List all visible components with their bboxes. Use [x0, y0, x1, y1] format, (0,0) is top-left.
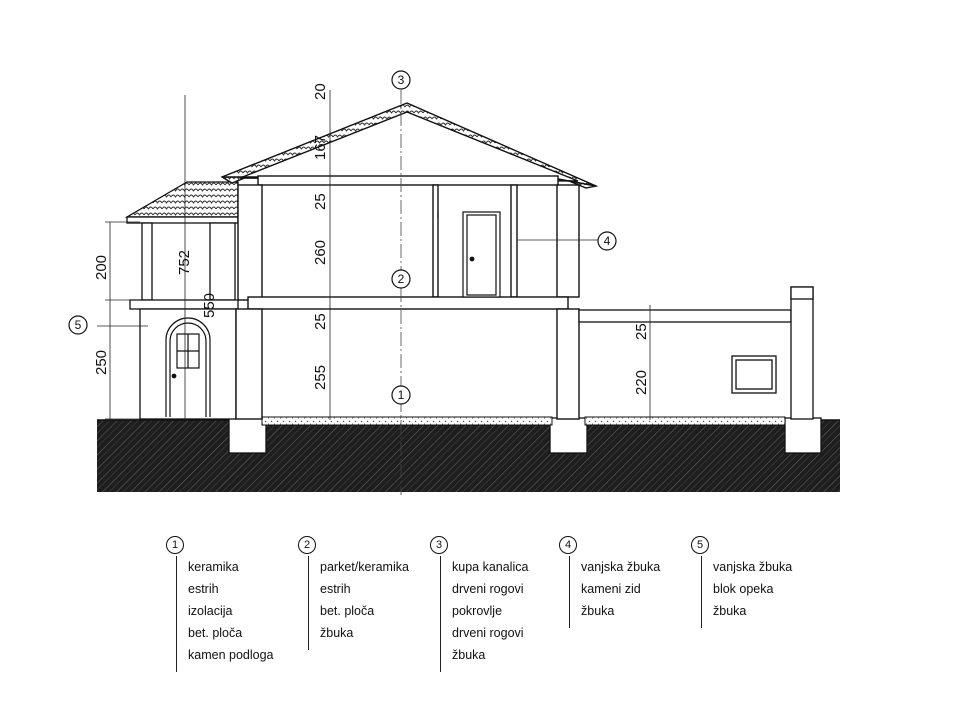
legend-item: keramika: [188, 560, 239, 574]
callout-2: 2: [391, 269, 411, 289]
main-house: [220, 102, 599, 420]
callout-4: 4: [597, 231, 617, 251]
legend-item: estrih: [320, 582, 351, 596]
legend-column-1: 1 keramika estrih izolacija bet. ploča kamen …: [166, 536, 274, 672]
dim-220: 220: [633, 370, 650, 395]
svg-text:2: 2: [398, 272, 405, 286]
legend-item: kameni zid: [581, 582, 641, 596]
legend-column-3: 3 kupa kanalica drveni rogovi pokrovlje drve…: [430, 536, 529, 672]
upper-door: [437, 211, 501, 298]
legend-item: blok opeka: [713, 582, 774, 596]
svg-text:3: 3: [398, 73, 405, 87]
legend-items: keramika estrih izolacija bet. ploča kamen p…: [176, 556, 274, 672]
svg-text:5: 5: [75, 318, 82, 332]
callouts: 3 2 1 4 5: [68, 70, 617, 405]
dimension-labels: 20 167 25 260 25 255 752 550 200 250 25 …: [93, 83, 650, 395]
legend-item: bet. ploča: [320, 604, 375, 618]
legend-item: drveni rogovi: [452, 582, 524, 596]
dim-20: 20: [312, 83, 329, 100]
dim-250: 250: [93, 350, 110, 375]
legend-item: pokrovlje: [452, 604, 503, 618]
callout-5: 5: [68, 315, 88, 335]
legend-item: žbuka: [452, 648, 486, 662]
ground-soil: [97, 419, 840, 492]
svg-text:1: 1: [398, 388, 405, 402]
dim-260: 260: [312, 240, 329, 265]
legend-number: 4: [559, 536, 577, 554]
legend-item: bet. ploča: [188, 626, 243, 640]
small-window: [731, 355, 777, 394]
foundations: [228, 417, 822, 454]
callout-3: 3: [391, 70, 411, 90]
legend-items: kupa kanalica drveni rogovi pokrovlje drven…: [440, 556, 529, 672]
legend-number: 2: [298, 536, 316, 554]
dim-25-top: 25: [312, 193, 329, 210]
floor-slab: [261, 416, 786, 426]
dim-200: 200: [93, 255, 110, 280]
dim-752: 752: [176, 250, 193, 275]
legend-item: izolacija: [188, 604, 233, 618]
arched-door: [165, 317, 211, 417]
callout-1: 1: [391, 385, 411, 405]
garden-wall: [578, 286, 814, 420]
dim-167: 167: [312, 135, 329, 160]
legend-item: vanjska žbuka: [581, 560, 661, 574]
dim-255: 255: [312, 365, 329, 390]
legend-item: žbuka: [713, 604, 747, 618]
dim-550: 550: [201, 293, 218, 318]
legend-item: kamen podloga: [188, 648, 274, 662]
legend-items: vanjska žbuka blok opeka žbuka: [701, 556, 793, 628]
legend-number: 3: [430, 536, 448, 554]
legend-item: kupa kanalica: [452, 560, 529, 574]
legend-item: parket/keramika: [320, 560, 409, 574]
legend-items: vanjska žbuka kameni zid žbuka: [569, 556, 661, 628]
legend-item: drveni rogovi: [452, 626, 524, 640]
legend-item: žbuka: [581, 604, 615, 618]
dimension-lines: [97, 90, 654, 420]
legend-column-4: 4 vanjska žbuka kameni zid žbuka: [559, 536, 661, 628]
legend-number: 5: [691, 536, 709, 554]
legend-item: žbuka: [320, 626, 354, 640]
legend-column-5: 5 vanjska žbuka blok opeka žbuka: [691, 536, 793, 628]
dim-25-mid: 25: [312, 313, 329, 330]
legend-item: vanjska žbuka: [713, 560, 793, 574]
legend-column-2: 2 parket/keramika estrih bet. ploča žbuka: [298, 536, 409, 650]
svg-text:4: 4: [604, 234, 611, 248]
legend-items: parket/keramika estrih bet. ploča žbuka: [308, 556, 409, 650]
legend-item: estrih: [188, 582, 219, 596]
dim-25-wall: 25: [633, 323, 650, 340]
legend-number: 1: [166, 536, 184, 554]
